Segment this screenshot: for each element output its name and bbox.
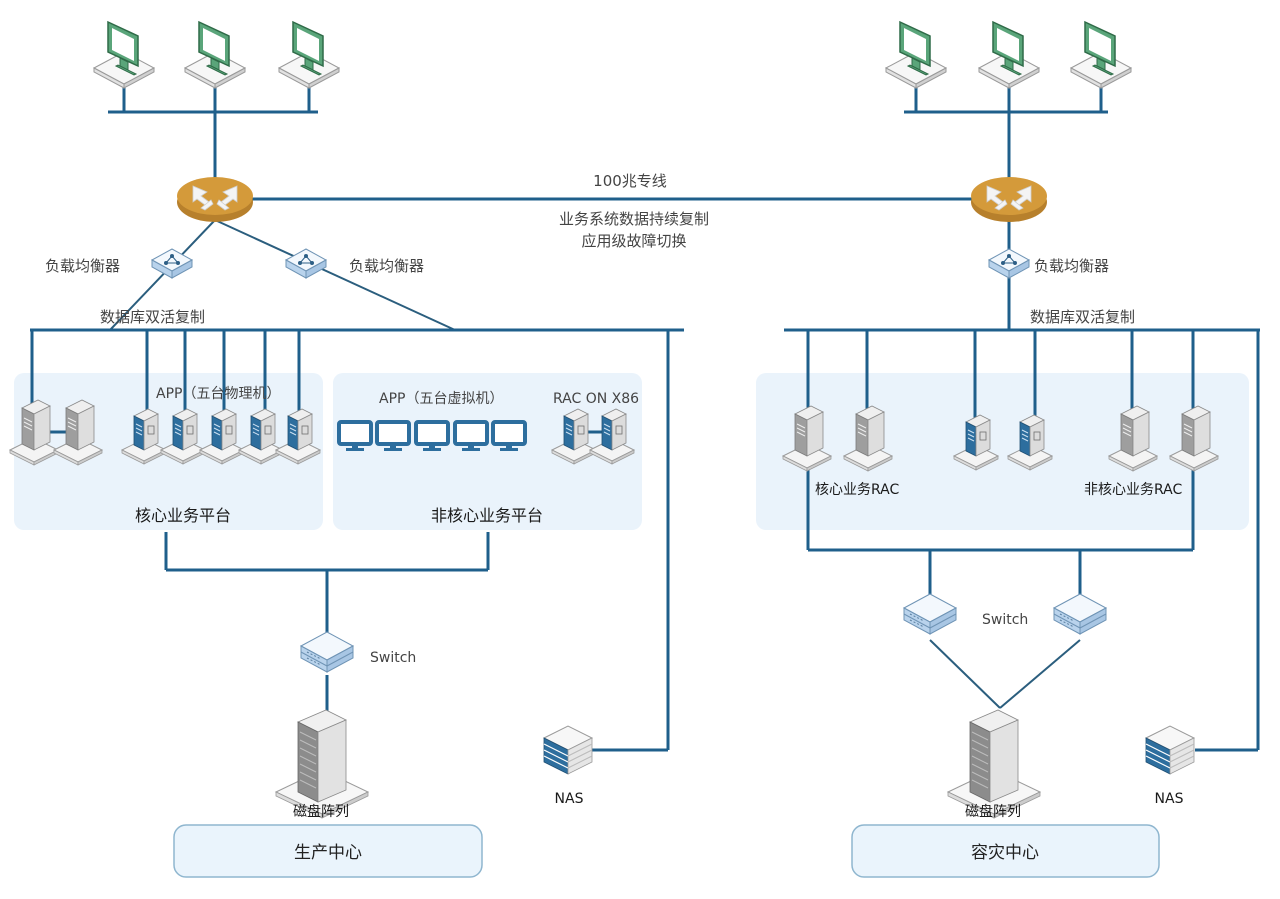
dr-rac-zone <box>756 373 1249 530</box>
dr-site-label: 容灾中心 <box>971 843 1039 863</box>
dr-noncore-rac-label: 非核心业务RAC <box>1084 482 1182 498</box>
dr-lb-label: 负载均衡器 <box>1034 257 1109 275</box>
production-disk-array-icon <box>275 709 369 819</box>
dr-switch-left-icon <box>903 593 957 635</box>
client-workstation-icon <box>278 21 340 89</box>
dr-switch-label: Switch <box>982 612 1028 628</box>
core-platform-label: 核心业务平台 <box>135 506 231 525</box>
client-workstation-icon <box>93 21 155 89</box>
dr-router-icon <box>970 176 1048 223</box>
production-lb-left-label: 负载均衡器 <box>45 257 120 275</box>
production-site-label: 生产中心 <box>294 843 362 863</box>
dr-disk-array-icon <box>947 709 1041 819</box>
production-load-balancer-left-icon <box>151 248 193 279</box>
app-virtual-label: APP（五台虚拟机） <box>379 391 503 407</box>
dr-db-replication-label: 数据库双活复制 <box>1030 308 1135 326</box>
dr-disk-array-label: 磁盘阵列 <box>965 803 1021 820</box>
production-switch-label: Switch <box>370 650 416 666</box>
production-lb-right-label: 负载均衡器 <box>349 257 424 275</box>
production-nas-label: NAS <box>555 791 584 807</box>
client-workstation-icon <box>885 21 947 89</box>
production-clients <box>93 21 340 89</box>
link-desc-line1: 业务系统数据持续复制 <box>559 210 709 228</box>
link-desc-line2: 应用级故障切换 <box>581 232 686 250</box>
dr-wires <box>784 84 1260 752</box>
dr-core-rac-label: 核心业务RAC <box>815 482 899 498</box>
production-switch-icon <box>300 631 354 673</box>
dr-switch-right-icon <box>1053 593 1107 635</box>
dr-nas-label: NAS <box>1155 791 1184 807</box>
noncore-platform-zone <box>333 373 642 530</box>
app-physical-label: APP（五台物理机） <box>156 386 280 402</box>
production-disk-array-label: 磁盘阵列 <box>293 803 349 820</box>
production-site-box <box>173 824 483 878</box>
dr-nas-icon <box>1145 725 1195 775</box>
production-nas-icon <box>543 725 593 775</box>
link-bandwidth-label: 100兆专线 <box>593 172 667 190</box>
physical-app-servers <box>121 408 321 465</box>
production-wires <box>30 84 684 752</box>
production-router-icon <box>176 176 254 223</box>
dr-clients <box>885 21 1132 89</box>
client-workstation-icon <box>1070 21 1132 89</box>
dr-site-box <box>851 824 1160 878</box>
rac-x86-label: RAC ON X86 <box>553 391 639 407</box>
noncore-platform-label: 非核心业务平台 <box>431 506 543 525</box>
client-workstation-icon <box>184 21 246 89</box>
dr-load-balancer-icon <box>988 248 1030 279</box>
production-load-balancer-right-icon <box>285 248 327 279</box>
production-db-replication-label: 数据库双活复制 <box>100 308 205 326</box>
client-workstation-icon <box>978 21 1040 89</box>
